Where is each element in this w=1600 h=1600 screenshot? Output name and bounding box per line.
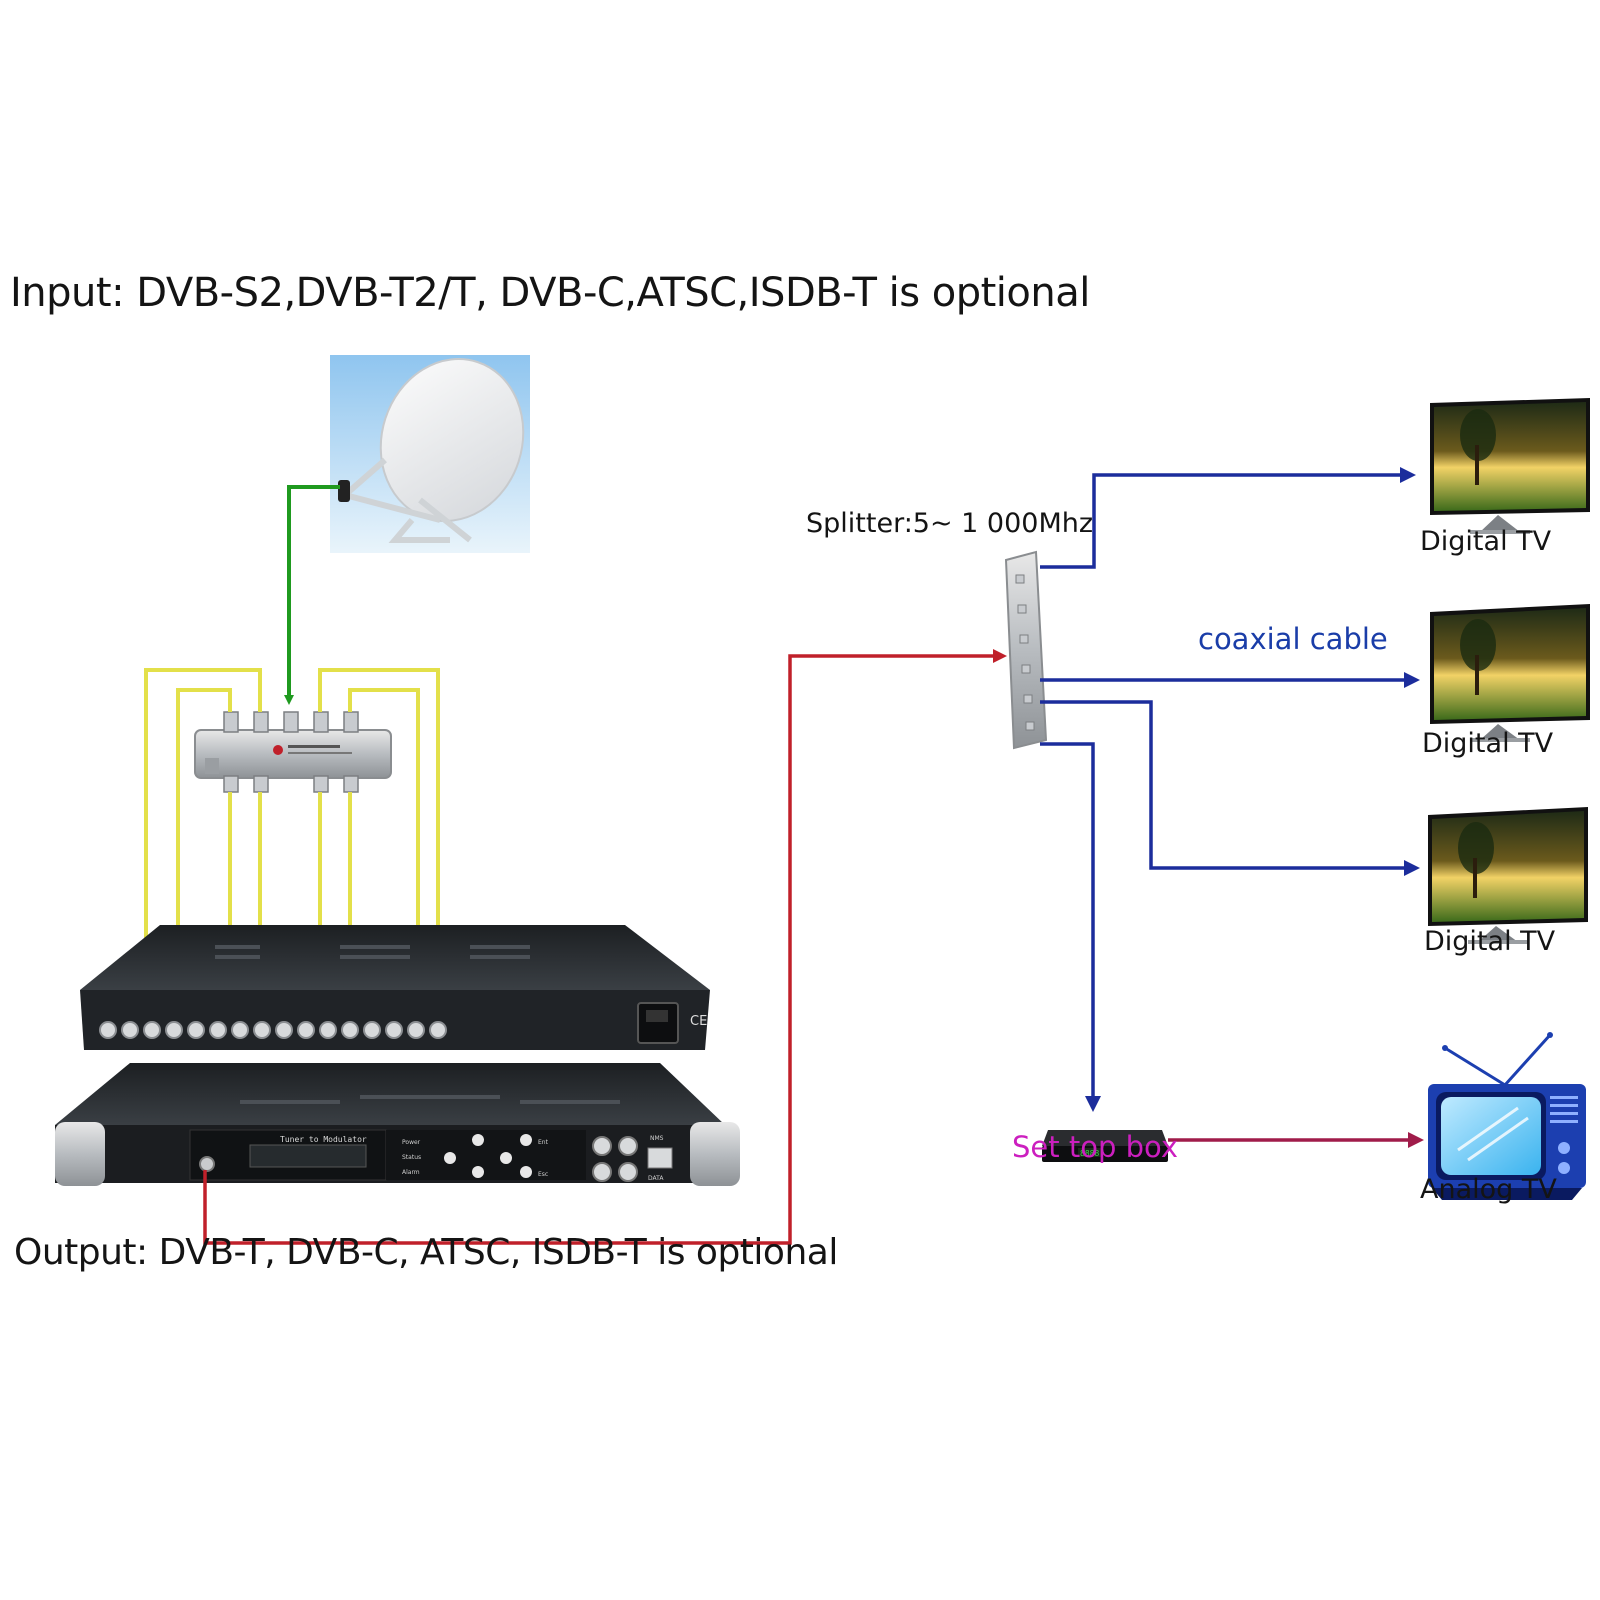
input-heading: Input: DVB-S2,DVB-T2/T, DVB-C,ATSC,ISDB-… [10,270,1090,316]
flat-tv-icon [1428,807,1588,944]
front-indicator-status: Status [402,1154,421,1161]
front-button-esc: Esc [538,1171,548,1178]
set-top-box-icon [1042,1130,1168,1162]
digital-tv-label-1: Digital TV [1420,526,1552,557]
digital-tv-label-2: Digital TV [1422,728,1554,759]
distribution-splitter-icon [1004,550,1048,750]
analog-tv-icon [1428,1032,1586,1200]
svg-text:CE: CE [690,1014,707,1029]
front-indicator-power: Power [402,1139,421,1146]
digital-tv-label-3: Digital TV [1424,926,1556,957]
rear-rf-ports [99,1021,447,1039]
front-button-ent: Ent [538,1139,549,1146]
set-top-box-label: Set top box [1012,1130,1178,1164]
receiver-rear-unit: CE [80,925,710,1050]
output-heading: Output: DVB-T, DVB-C, ATSC, ISDB-T is op… [14,1232,838,1273]
modulator-output-cable [203,649,1007,1245]
coaxial-cable-label: coaxial cable [1198,622,1388,656]
stb-display: 8888 [1080,1149,1099,1158]
satellite-dish-icon [330,355,530,553]
front-port-data: DATA [648,1175,664,1182]
flat-tv-icon [1430,398,1590,534]
flat-tv-icon [1430,604,1590,742]
analog-tv-label: Analog TV [1420,1174,1557,1205]
rf-splitter-icon [194,711,392,793]
tuner-modulator-front-unit [55,1063,740,1186]
front-indicator-alarm: Alarm [402,1169,420,1176]
front-panel-title: Tuner to Modulator [280,1135,367,1144]
front-port-nms: NMS [650,1135,664,1142]
splitter-label: Splitter:5~ 1 000Mhz [806,508,1094,539]
dish-to-splitter-cable [284,485,340,705]
coaxial-cables [1040,467,1420,1112]
